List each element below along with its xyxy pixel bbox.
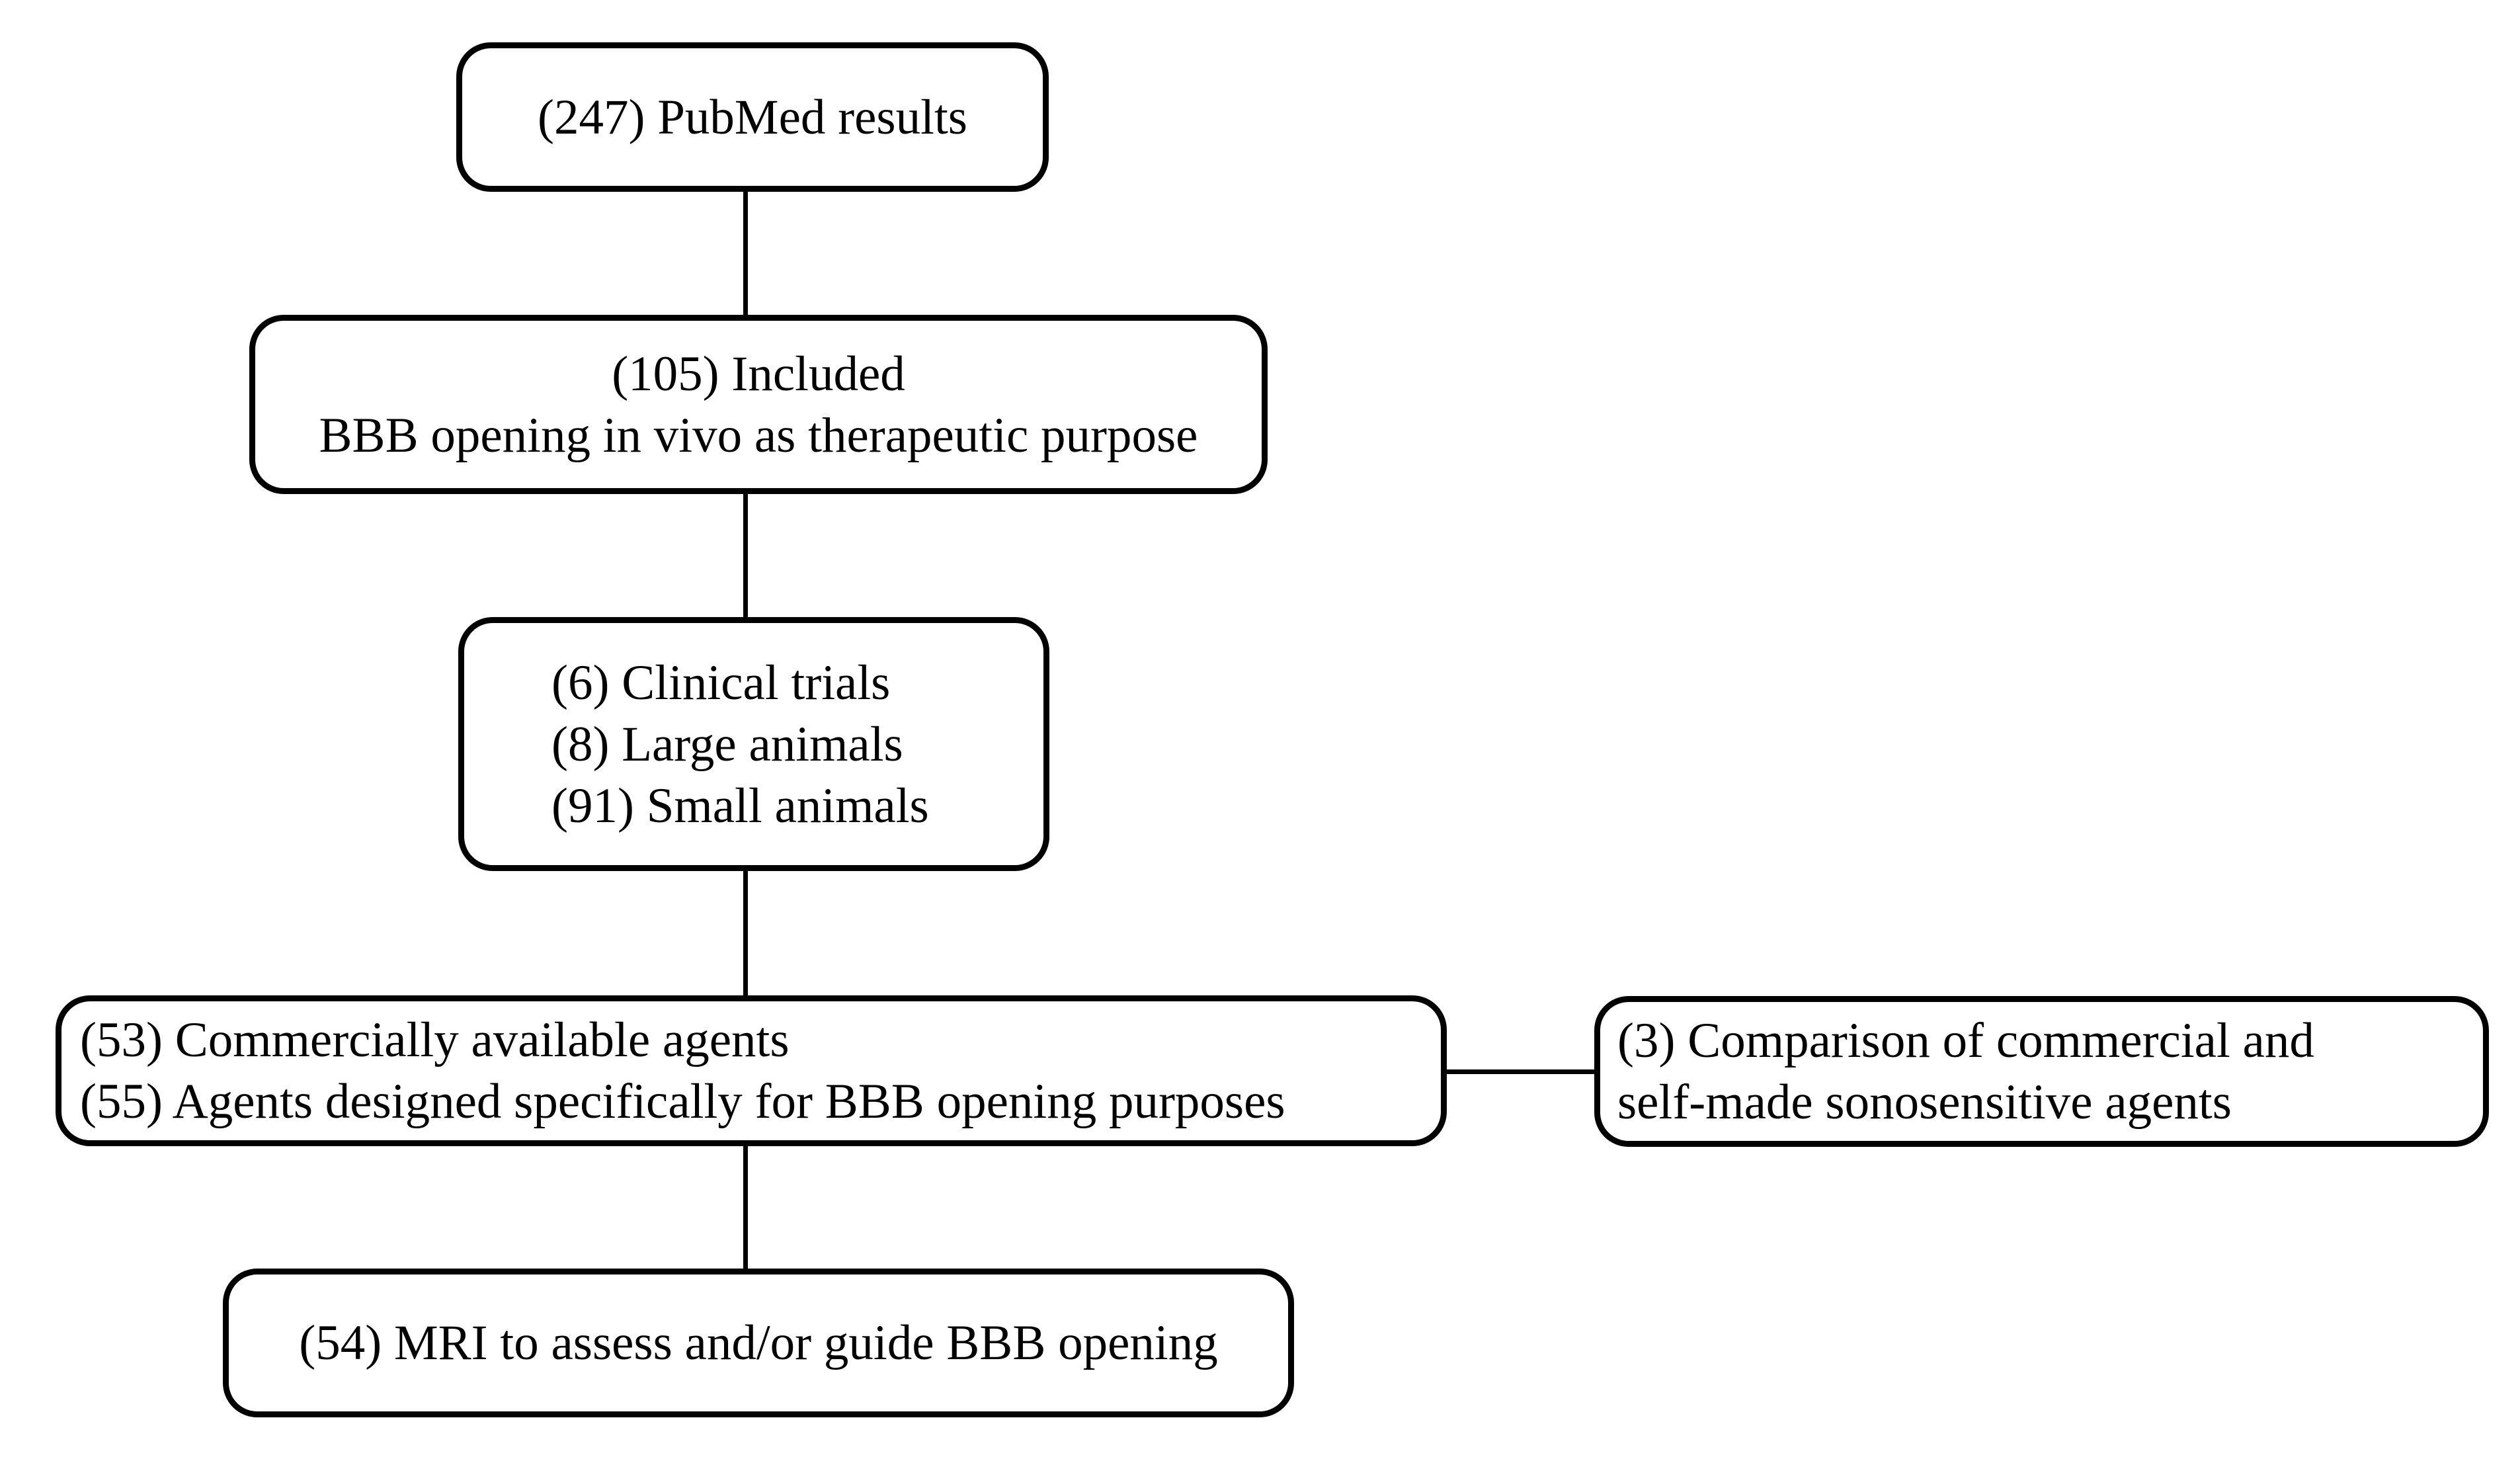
node-study-types: (6) Clinical trials (8) Large animals (9… xyxy=(458,617,1049,871)
node-text-line: (54) MRI to assess and/or guide BBB open… xyxy=(299,1315,1218,1370)
connector-pubmed-to-included xyxy=(743,190,748,316)
node-text-line: (55) Agents designed specifically for BB… xyxy=(80,1074,1285,1129)
connector-agents-to-mri xyxy=(743,1145,748,1270)
node-agent-comparison: (3) Comparison of commercial and self-ma… xyxy=(1594,996,2489,1147)
node-text-line: (53) Commercially available agents xyxy=(80,1013,790,1067)
node-text-line: (247) PubMed results xyxy=(538,89,967,145)
connector-agents-to-comparison xyxy=(1445,1069,1596,1074)
node-mri-assessment: (54) MRI to assess and/or guide BBB open… xyxy=(223,1269,1294,1417)
node-pubmed-results: (247) PubMed results xyxy=(456,42,1049,192)
node-text-line: (6) Clinical trials xyxy=(551,655,891,710)
node-text-line: self-made sonosensitive agents xyxy=(1617,1075,2232,1130)
connector-included-to-types xyxy=(743,493,748,618)
node-text-line: (105) Included xyxy=(612,346,905,401)
node-text-line: (91) Small animals xyxy=(551,778,929,833)
node-text-line: BBB opening in vivo as therapeutic purpo… xyxy=(319,407,1198,463)
node-agent-types: (53) Commercially available agents (55) … xyxy=(56,995,1447,1146)
node-included-studies: (105) Included BBB opening in vivo as th… xyxy=(249,315,1268,494)
connector-types-to-agents xyxy=(743,870,748,997)
node-text-line: (8) Large animals xyxy=(551,716,903,772)
node-text-line: (3) Comparison of commercial and xyxy=(1617,1013,2314,1068)
